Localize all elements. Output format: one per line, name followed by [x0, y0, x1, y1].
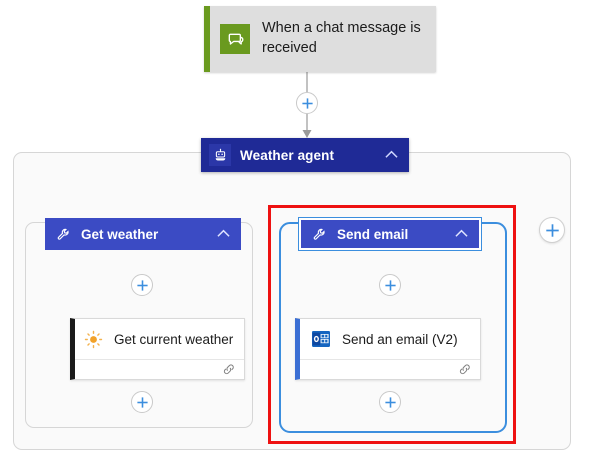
plus-icon — [136, 396, 148, 408]
add-step-in-get-weather-top-button[interactable] — [131, 274, 153, 296]
weather-agent-node[interactable]: Weather agent — [201, 138, 409, 172]
get-weather-tool-node[interactable]: Get weather — [45, 218, 241, 250]
send-email-tool-node[interactable]: Send email — [298, 217, 482, 251]
trigger-label: When a chat message is received — [262, 20, 421, 56]
add-step-after-trigger-button[interactable] — [296, 92, 318, 114]
weather-agent-label: Weather agent — [240, 147, 335, 163]
wrench-icon — [312, 227, 327, 242]
add-step-in-get-weather-bottom-button[interactable] — [131, 391, 153, 413]
add-tool-to-agent-button[interactable] — [539, 217, 565, 243]
add-step-in-send-email-top-button[interactable] — [379, 274, 401, 296]
plus-icon — [136, 279, 148, 291]
link-icon[interactable] — [458, 362, 472, 380]
send-an-email-label: Send an email (V2) — [342, 331, 458, 347]
send-email-label: Send email — [337, 226, 409, 242]
link-icon[interactable] — [222, 362, 236, 380]
plus-icon — [384, 279, 396, 291]
robot-icon — [209, 144, 231, 166]
plus-icon — [545, 223, 559, 237]
send-an-email-card[interactable]: Send an email (V2) — [295, 318, 481, 380]
outlook-icon — [311, 329, 331, 349]
get-weather-label: Get weather — [81, 226, 159, 242]
plus-icon — [301, 97, 313, 109]
chat-message-icon — [220, 24, 250, 54]
chevron-up-icon[interactable] — [217, 225, 230, 243]
chevron-up-icon[interactable] — [385, 146, 398, 164]
sun-icon — [84, 330, 103, 349]
plus-icon — [384, 396, 396, 408]
add-step-in-send-email-bottom-button[interactable] — [379, 391, 401, 413]
trigger-node[interactable]: When a chat message is received — [204, 6, 436, 72]
get-current-weather-label: Get current weather — [114, 331, 234, 347]
chevron-up-icon[interactable] — [455, 225, 468, 243]
wrench-icon — [56, 227, 71, 242]
get-current-weather-card[interactable]: Get current weather — [70, 318, 245, 380]
